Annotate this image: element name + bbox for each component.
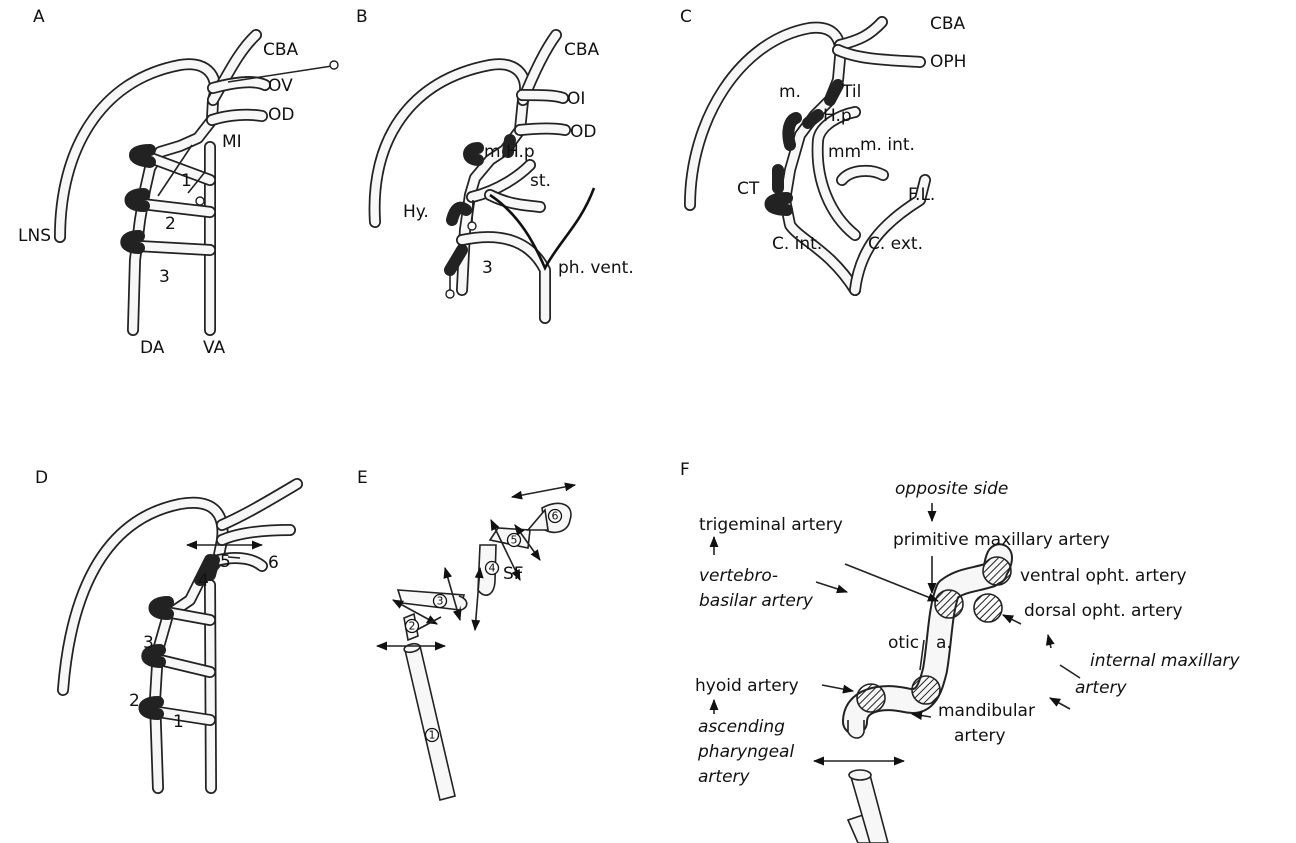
label-hyoid-artery: hyoid artery [695, 676, 799, 696]
label-va: VA [203, 338, 226, 358]
label-m-int: m. int. [860, 135, 915, 155]
panel-a: A CBA OV OD MI [18, 7, 338, 358]
panel-e: E 1 2 [357, 468, 575, 800]
label-internal-maxillary-artery: artery [1075, 678, 1128, 698]
label-cba-c: CBA [930, 14, 966, 34]
panel-d-vessels [63, 484, 297, 788]
panel-a-letter: A [33, 7, 45, 27]
panel-b: B CBA OI OD m.H.p s [356, 7, 634, 318]
label-d-4: 4 [198, 571, 209, 591]
label-otic: otic [888, 633, 919, 653]
label-oph: OPH [930, 52, 966, 72]
segment-3-number: 3 [437, 595, 444, 608]
label-hp-c: H.p [823, 106, 852, 126]
label-pharyngeal-artery: artery [698, 767, 751, 787]
label-d-1: 1 [173, 712, 184, 732]
label-arch-2: 2 [165, 214, 176, 234]
label-arch-1: 1 [181, 171, 192, 191]
segment-5-number: 5 [511, 534, 518, 547]
label-mm: mm [828, 142, 861, 162]
label-ct: CT [737, 179, 760, 199]
panel-c: C CBA OPH Til m. H.p mm m. int. CT [680, 7, 966, 290]
label-arch-3-b: 3 [482, 258, 493, 278]
label-primitive-maxillary-artery: primitive maxillary artery [893, 530, 1110, 550]
panel-e-letter: E [357, 468, 368, 488]
label-mi: MI [222, 132, 242, 152]
label-d-3: 3 [143, 633, 154, 653]
segment-1-number: 1 [429, 729, 436, 742]
panel-b-letter: B [356, 7, 368, 27]
label-arch-3: 3 [159, 267, 170, 287]
panel-f-letter: F [680, 460, 690, 480]
segment-6-number: 6 [552, 510, 559, 523]
panel-c-letter: C [680, 7, 692, 27]
label-trigeminal-artery: trigeminal artery [699, 515, 843, 535]
panel-d: D 4 5 6 3 2 [35, 468, 297, 788]
label-ventral-opht-artery: ventral opht. artery [1020, 566, 1187, 586]
label-c-int: C. int. [772, 234, 822, 254]
panel-d-letter: D [35, 468, 48, 488]
label-cba-a: CBA [263, 40, 299, 60]
label-a: a. [936, 633, 952, 653]
panel-e-segments [398, 503, 571, 800]
label-mandibular: mandibular [938, 701, 1035, 721]
segment-2-number: 2 [409, 620, 416, 633]
label-til: Til [841, 82, 861, 102]
label-internal-maxillary: internal maxillary [1090, 651, 1241, 671]
label-c-ext: C. ext. [868, 234, 923, 254]
label-basilar-artery: basilar artery [699, 591, 814, 611]
label-vertebro: vertebro- [699, 566, 778, 586]
label-d-5: 5 [220, 552, 231, 572]
label-mhp: m.H.p [484, 142, 535, 162]
segment-4-number: 4 [489, 562, 496, 575]
label-sf: SF [503, 564, 524, 584]
label-da: DA [140, 338, 165, 358]
label-d-6: 6 [268, 553, 279, 573]
label-pharyngeal: pharyngeal [697, 742, 794, 762]
label-opposite-side: opposite side [895, 479, 1008, 499]
label-ascending: ascending [698, 717, 785, 737]
label-od-a: OD [268, 105, 294, 125]
label-m-c: m. [779, 82, 801, 102]
label-od-b: OD [570, 122, 596, 142]
label-oi: OI [567, 89, 585, 109]
label-ph-vent: ph. vent. [558, 258, 634, 278]
label-d-2: 2 [129, 691, 140, 711]
label-st: st. [530, 171, 551, 191]
panel-f: F opposite side trigemin [680, 460, 1241, 843]
label-mandibular-artery: artery [954, 726, 1006, 746]
label-hy: Hy. [403, 202, 429, 222]
label-cba-b: CBA [564, 40, 600, 60]
label-ov: OV [268, 76, 293, 96]
label-dorsal-opht-artery: dorsal opht. artery [1024, 601, 1183, 621]
label-lns: LNS [18, 226, 51, 246]
label-fl: F.L. [908, 185, 935, 205]
